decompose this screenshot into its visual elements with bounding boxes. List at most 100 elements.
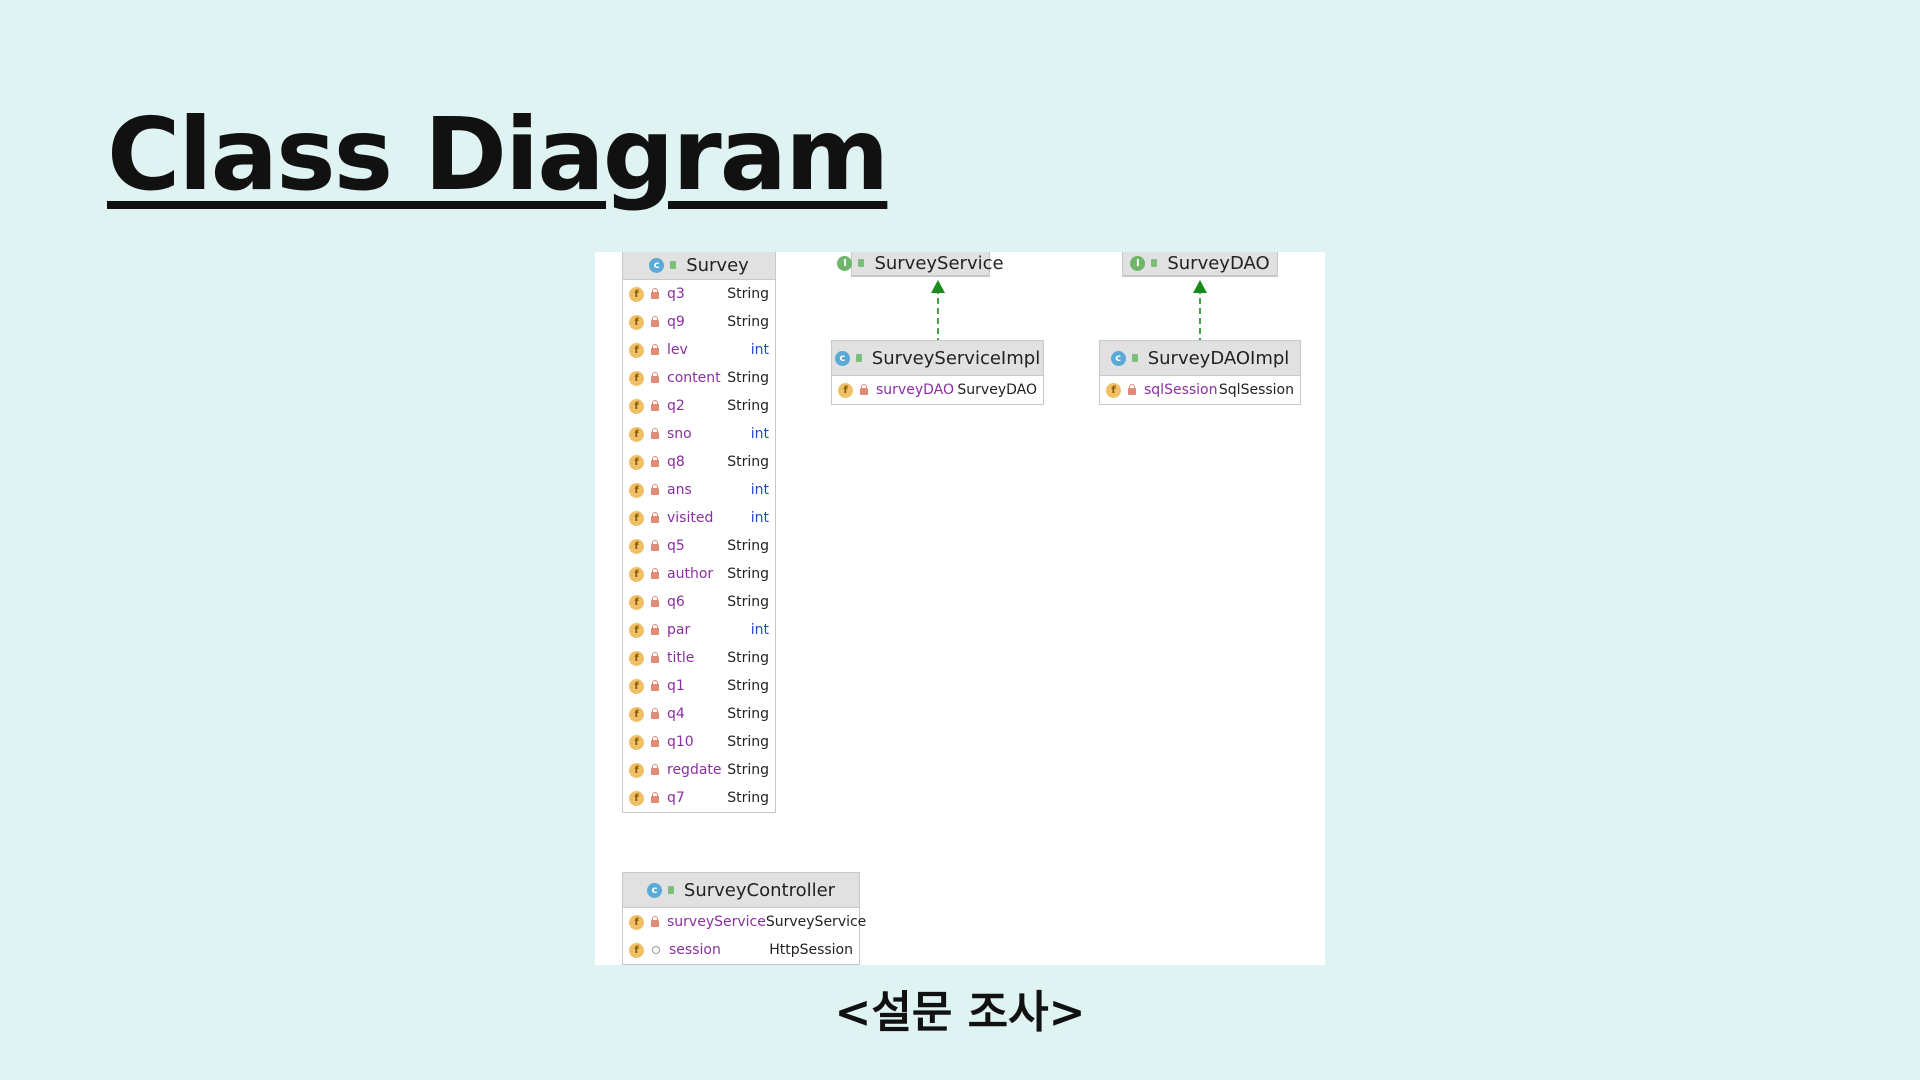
field-type: String (727, 538, 769, 554)
private-lock-icon (651, 511, 659, 523)
field-name: q3 (667, 286, 685, 302)
class-name: SurveyService (874, 252, 1004, 274)
field-row: f q10 String (623, 728, 775, 756)
field-icon: f (629, 482, 644, 498)
private-lock-icon (1128, 383, 1136, 395)
field-type: String (727, 678, 769, 694)
field-name: q10 (667, 734, 694, 750)
field-row: f session HttpSession (623, 936, 859, 964)
field-type: String (727, 314, 769, 330)
field-type: String (727, 650, 769, 666)
field-type: int (750, 510, 769, 526)
field-type: HttpSession (769, 942, 853, 958)
class-icon: c (646, 882, 662, 898)
class-header: c SurveyController (623, 873, 859, 908)
field-icon: f (629, 286, 644, 302)
interface-icon: I (837, 255, 853, 271)
field-type: String (727, 762, 769, 778)
private-lock-icon (651, 595, 659, 607)
field-icon: f (629, 734, 644, 750)
page-title: Class Diagram (107, 96, 889, 213)
private-lock-icon (651, 343, 659, 355)
private-lock-icon (651, 399, 659, 411)
field-name: surveyService (667, 914, 766, 930)
field-row: f q7 String (623, 784, 775, 812)
class-name: SurveyDAOImpl (1147, 347, 1290, 369)
field-type: String (727, 734, 769, 750)
class-name: Survey (686, 254, 749, 276)
public-icon (1151, 259, 1158, 267)
class-name: SurveyServiceImpl (871, 347, 1041, 369)
field-type: String (727, 594, 769, 610)
field-name: surveyDAO (876, 382, 954, 398)
field-name: ans (667, 482, 692, 498)
field-name: visited (667, 510, 714, 526)
class-icon: c (1110, 350, 1126, 366)
field-icon: f (629, 510, 644, 526)
public-icon (855, 354, 862, 362)
field-type: int (750, 622, 769, 638)
class-icon: c (649, 257, 665, 273)
class-header: c Survey (623, 252, 775, 280)
field-type: String (727, 286, 769, 302)
field-name: par (667, 622, 691, 638)
field-name: sqlSession (1144, 382, 1218, 398)
field-name: title (667, 650, 695, 666)
public-icon (858, 259, 865, 267)
interface-survey-dao[interactable]: I SurveyDAO (1122, 252, 1278, 277)
field-icon: f (629, 790, 644, 806)
field-type: String (727, 790, 769, 806)
field-type: int (750, 342, 769, 358)
public-icon (667, 886, 674, 894)
field-icon: f (629, 762, 644, 778)
class-name: SurveyController (683, 879, 836, 901)
field-name: session (669, 942, 721, 958)
field-name: q7 (667, 790, 685, 806)
field-name: regdate (667, 762, 722, 778)
field-type: String (727, 370, 769, 386)
field-name: q8 (667, 454, 685, 470)
private-lock-icon (651, 651, 659, 663)
field-icon: f (629, 622, 644, 638)
field-icon: f (1106, 382, 1121, 398)
field-type: String (727, 398, 769, 414)
field-name: author (667, 566, 714, 582)
private-lock-icon (651, 539, 659, 551)
private-lock-icon (860, 383, 868, 395)
field-row: f par int (623, 616, 775, 644)
private-lock-icon (651, 287, 659, 299)
class-name: SurveyDAO (1167, 252, 1270, 274)
implements-arrowhead-service (931, 280, 945, 293)
implements-arrowhead-dao (1193, 280, 1207, 293)
implements-arrows (931, 280, 1207, 340)
interface-survey-service[interactable]: I SurveyService (837, 252, 1004, 277)
diagram-caption: <설문 조사> (834, 987, 1086, 1038)
private-lock-icon (651, 427, 659, 439)
private-lock-icon (651, 567, 659, 579)
class-icon: c (834, 350, 850, 366)
private-lock-icon (651, 483, 659, 495)
field-name: lev (667, 342, 688, 358)
field-icon: f (629, 942, 644, 958)
private-lock-icon (651, 915, 659, 927)
interface-icon: I (1130, 255, 1146, 271)
field-icon: f (629, 594, 644, 610)
private-lock-icon (651, 763, 659, 775)
